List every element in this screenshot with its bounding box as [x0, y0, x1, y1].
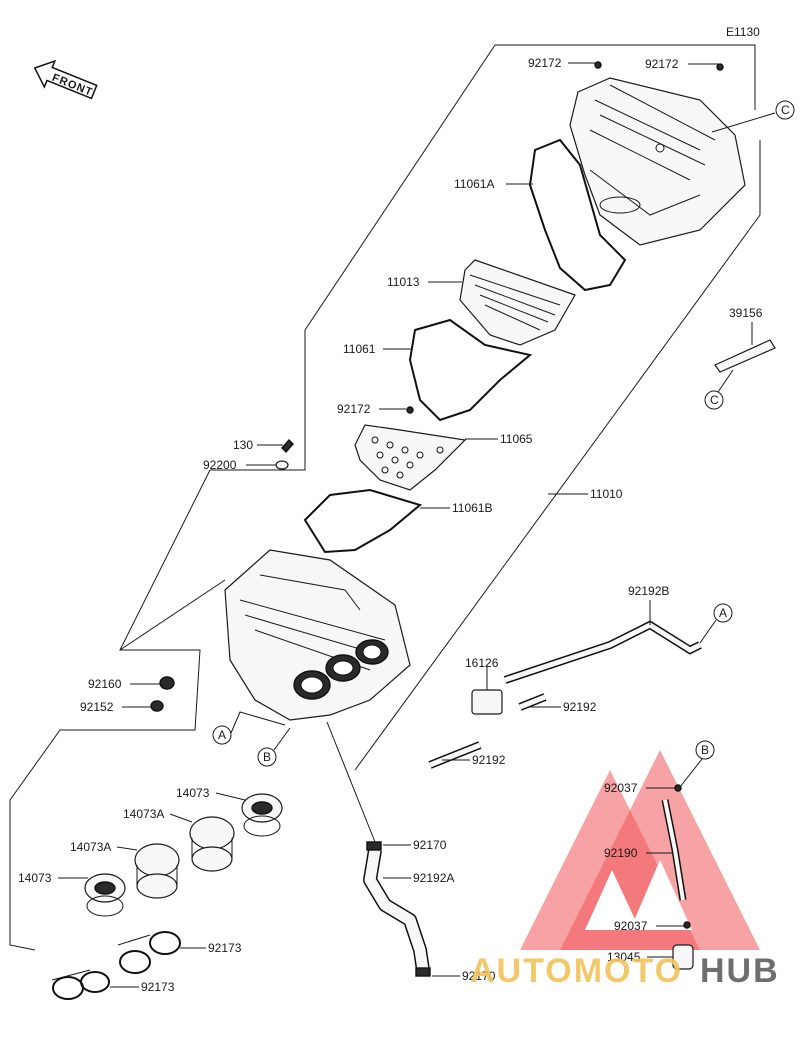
plate-11065 [354, 424, 467, 491]
part-label: 92172 [645, 57, 679, 71]
part-label: 130 [233, 438, 253, 452]
part-labels: 92172 92172 11061A 11013 11061 92172 130… [18, 56, 763, 994]
part-label: 92172 [528, 56, 562, 70]
part-label: 92170 [462, 969, 496, 983]
gasket-11061 [408, 318, 533, 422]
part-label: 11061B [452, 501, 492, 515]
clamps-92173 [51, 931, 181, 1000]
gasket-11061a [528, 138, 627, 292]
part-label: 11061A [454, 177, 494, 191]
part-label: 92037 [614, 919, 648, 933]
front-arrow: FRONT [33, 59, 98, 100]
part-label: 16126 [465, 656, 499, 670]
fasteners [150, 61, 724, 712]
part-label: 92172 [337, 402, 371, 416]
part-label: 13045 [607, 950, 641, 964]
callout-a-box: A [218, 728, 226, 742]
gasket-11061b [303, 488, 423, 554]
callout-b-hose: B [701, 743, 709, 757]
part-label: 92192 [563, 700, 597, 714]
part-label: 11061 [343, 342, 376, 356]
part-label: 92192 [472, 753, 506, 767]
part-label: 39156 [729, 306, 763, 320]
callout-circles: C C A A B B [212, 100, 795, 788]
part-label: 14073A [70, 840, 111, 854]
part-label: 14073 [176, 786, 210, 800]
callout-b-box: B [263, 750, 271, 764]
part-label: 14073A [123, 807, 164, 821]
part-label: 92200 [203, 458, 237, 472]
part-label: 92173 [208, 941, 242, 955]
part-label: 11013 [387, 275, 420, 289]
part-label: 92037 [604, 781, 638, 795]
pipe-39156 [714, 322, 776, 393]
callout-c-pipe: C [710, 393, 719, 407]
part-label: 92160 [88, 677, 122, 691]
callout-a-hose: A [719, 606, 727, 620]
airbox-housing [224, 549, 411, 721]
watermark-part1: AUTOMOTO [470, 952, 683, 990]
part-label: 92170 [413, 838, 447, 852]
hose-92190 [661, 784, 694, 970]
callout-c-top: C [781, 103, 790, 117]
boundary-lines [9, 44, 761, 951]
intake-funnels [84, 793, 283, 917]
part-label: 92152 [80, 700, 114, 714]
watermark-part2: HUB [700, 952, 780, 990]
part-label: 92190 [604, 846, 638, 860]
part-label: 11065 [500, 432, 533, 446]
part-label: 92192B [628, 584, 669, 598]
watermark-logo [520, 750, 760, 950]
drain-hose-92192a [326, 721, 431, 977]
part-label: 92192A [413, 871, 454, 885]
part-label: 11010 [590, 487, 623, 501]
diagram-code: E1130 [726, 25, 760, 39]
watermark-text: AUTOMOTO HUB [470, 952, 780, 990]
part-label: 14073 [18, 871, 52, 885]
part-label: 92173 [141, 980, 175, 994]
airbox-cover [569, 77, 746, 246]
filter-element-11013 [459, 259, 576, 346]
breather-hoses [428, 620, 702, 769]
